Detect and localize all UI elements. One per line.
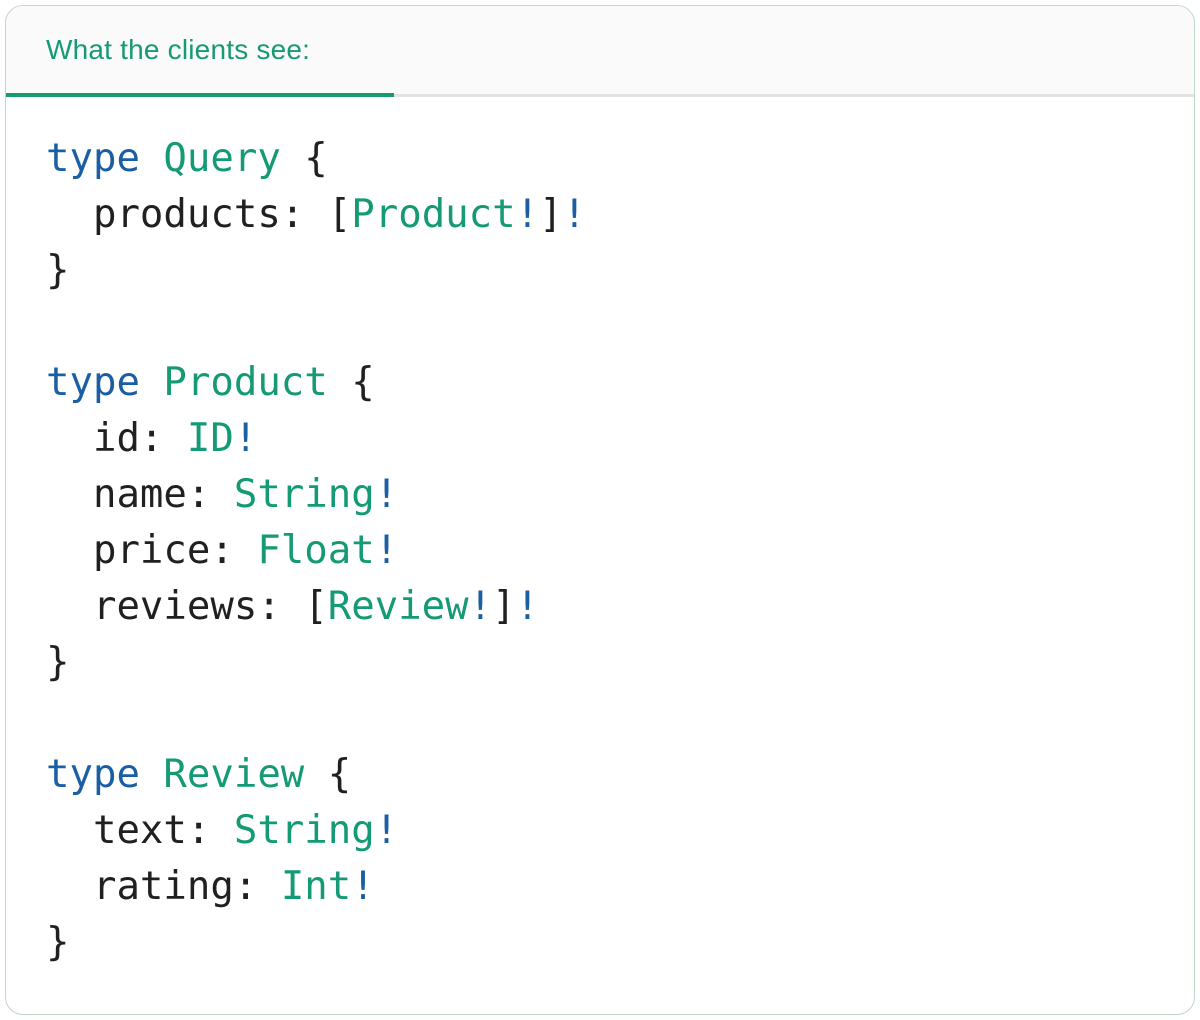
- code-line: type Review {: [46, 752, 352, 797]
- code-panel: What the clients see: type Query { produ…: [5, 5, 1195, 1015]
- code-line: id: ID!: [46, 416, 258, 461]
- graphql-schema-code: type Query { products: [Product!]!} type…: [46, 131, 1164, 971]
- code-line: }: [46, 640, 70, 685]
- code-line: type Query {: [46, 136, 328, 181]
- code-line: }: [46, 920, 70, 965]
- code-line: reviews: [Review!]!: [46, 584, 540, 629]
- code-line: products: [Product!]!: [46, 192, 587, 237]
- code-line: }: [46, 248, 70, 293]
- panel-title: What the clients see:: [46, 34, 311, 65]
- code-line: text: String!: [46, 808, 399, 853]
- code-line: price: Float!: [46, 528, 399, 573]
- code-area: type Query { products: [Product!]!} type…: [6, 97, 1194, 971]
- code-line: name: String!: [46, 472, 399, 517]
- active-tab-indicator: [6, 93, 394, 97]
- code-line: [46, 299, 1164, 355]
- panel-header: What the clients see:: [6, 6, 1194, 97]
- code-line: rating: Int!: [46, 864, 375, 909]
- code-line: [46, 691, 1164, 747]
- code-line: type Product {: [46, 360, 375, 405]
